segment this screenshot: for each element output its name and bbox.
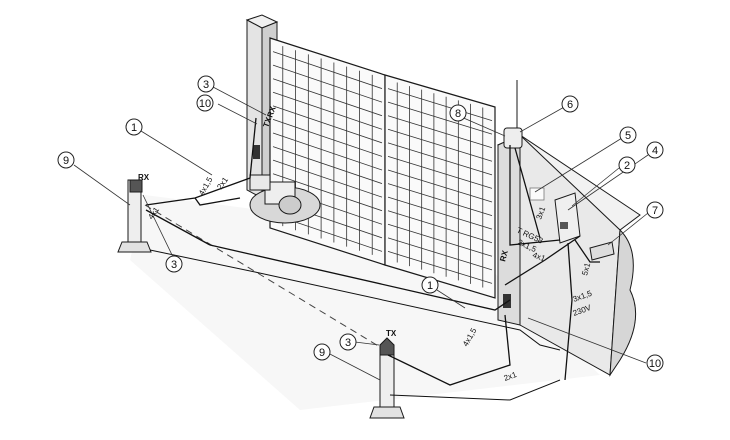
right-wall bbox=[496, 133, 641, 377]
wall-photocell-tx bbox=[253, 145, 260, 159]
svg-text:1: 1 bbox=[131, 122, 137, 134]
svg-text:3: 3 bbox=[345, 337, 351, 349]
callout-1: 1 bbox=[125, 118, 143, 136]
callout-10: 10 bbox=[646, 354, 664, 372]
callout-2: 2 bbox=[618, 156, 636, 174]
cable-runs bbox=[145, 117, 600, 386]
wire-label: 3x1 bbox=[534, 205, 547, 221]
gate-motor bbox=[249, 174, 321, 224]
svg-text:7: 7 bbox=[652, 205, 658, 217]
svg-text:4: 4 bbox=[652, 145, 658, 157]
callout-6: 6 bbox=[561, 95, 579, 113]
ground-conduit bbox=[149, 249, 561, 351]
svg-text:8: 8 bbox=[455, 108, 461, 120]
svg-text:5: 5 bbox=[625, 130, 631, 142]
callout-8: 8 bbox=[449, 104, 467, 122]
wire-label: 4x1 bbox=[531, 250, 547, 263]
key-selector bbox=[589, 241, 615, 261]
control-unit bbox=[554, 192, 581, 244]
device-label-rx: RX bbox=[265, 105, 277, 119]
callout-3: 3 bbox=[165, 255, 183, 273]
wire-label: 5x1 bbox=[580, 261, 592, 276]
photocell-tx bbox=[379, 337, 395, 356]
wire-label: 2x1 bbox=[215, 175, 230, 191]
wall-photocell-rx bbox=[503, 294, 511, 308]
svg-text:3: 3 bbox=[203, 79, 209, 91]
svg-text:9: 9 bbox=[319, 347, 325, 359]
photocell-rx bbox=[129, 179, 143, 193]
svg-text:6: 6 bbox=[567, 99, 573, 111]
receiver-module bbox=[529, 187, 545, 201]
callout-3: 3 bbox=[197, 75, 215, 93]
svg-text:2: 2 bbox=[624, 160, 630, 172]
svg-text:9: 9 bbox=[63, 155, 69, 167]
photocell-post-left bbox=[117, 179, 152, 253]
gate-grille bbox=[272, 46, 493, 288]
svg-text:10: 10 bbox=[649, 358, 661, 370]
wire-label: 2x1 bbox=[503, 370, 519, 383]
ground-conduit-front bbox=[389, 379, 561, 401]
callout-5: 5 bbox=[619, 126, 637, 144]
callout-1: 1 bbox=[421, 276, 439, 294]
flashing-light-with-antenna bbox=[503, 80, 523, 149]
ground-surface bbox=[130, 195, 600, 410]
svg-text:3: 3 bbox=[171, 259, 177, 271]
callout-4: 4 bbox=[646, 141, 664, 159]
photocell-beam bbox=[144, 204, 386, 351]
device-label-tx: TX bbox=[386, 329, 397, 338]
callout-9: 9 bbox=[57, 151, 75, 169]
wire-label: 4x1,5 bbox=[197, 175, 215, 197]
photocell-post-right bbox=[369, 337, 405, 419]
device-label-rx: RX bbox=[138, 173, 150, 182]
callout-layer: 1 1 2 3 3 3 4 5 6 7 8 9 9 10 10 bbox=[57, 75, 664, 372]
gate-leaf-right bbox=[384, 74, 496, 299]
device-label-tx: TX bbox=[261, 115, 273, 128]
callout-3: 3 bbox=[339, 333, 357, 351]
leader-lines bbox=[73, 86, 649, 381]
device-label-rx: RX bbox=[498, 249, 510, 263]
callout-7: 7 bbox=[646, 201, 664, 219]
callout-10: 10 bbox=[196, 94, 214, 112]
svg-text:10: 10 bbox=[199, 98, 211, 110]
callout-9: 9 bbox=[313, 343, 331, 361]
svg-text:1: 1 bbox=[427, 280, 433, 292]
